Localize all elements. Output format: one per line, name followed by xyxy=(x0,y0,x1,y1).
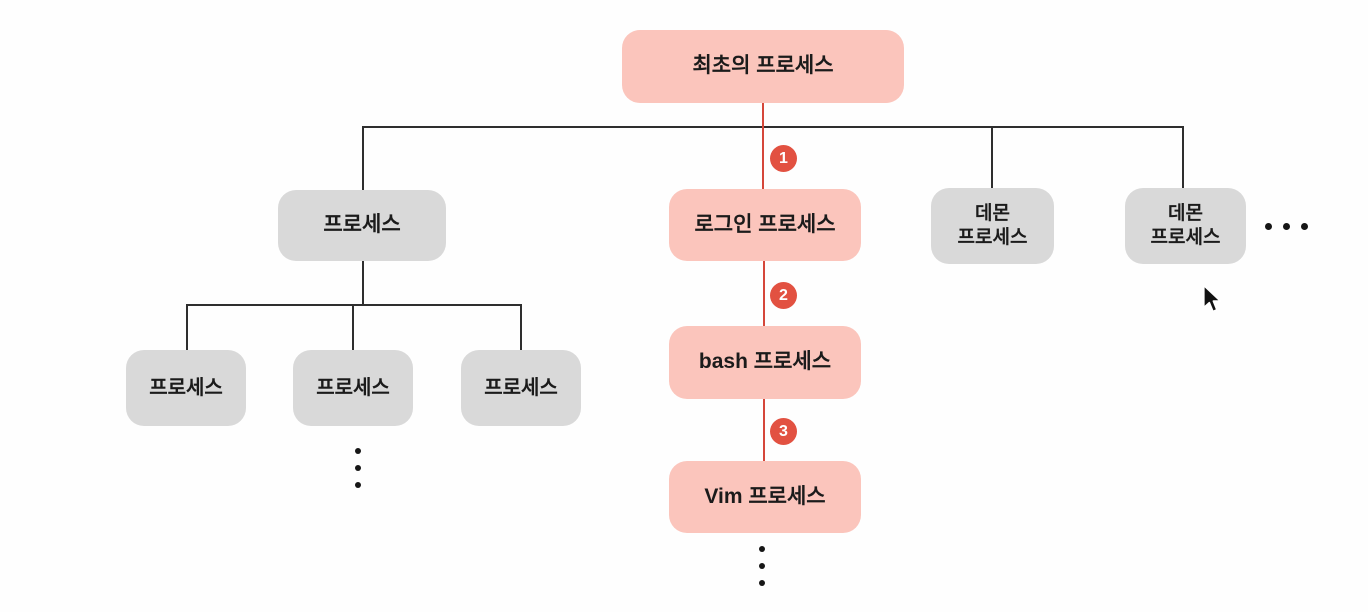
vertical-ellipsis-icon xyxy=(759,546,765,597)
step-badge-number: 3 xyxy=(779,422,788,440)
node-label: 프로세스 xyxy=(316,376,390,399)
node-label: 프로세스 xyxy=(484,376,558,399)
node-label-line2: 프로세스 xyxy=(1150,227,1221,248)
node-login-process: 로그인 프로세스 xyxy=(669,189,861,261)
connector-parent-to-subtree xyxy=(362,261,364,306)
node-label-line2: 프로세스 xyxy=(957,227,1028,248)
step-badge-2: 2 xyxy=(770,282,797,309)
ellipsis-dot xyxy=(759,563,765,569)
step-badge-3: 3 xyxy=(770,418,797,445)
connector-drop-child-3 xyxy=(520,304,522,351)
node-bash-process: bash 프로세스 xyxy=(669,326,861,399)
arrow-pointer-icon xyxy=(1202,284,1224,321)
ellipsis-dot xyxy=(759,580,765,586)
node-label-line1: 데몬 xyxy=(975,203,1010,225)
node-label: bash 프로세스 xyxy=(698,350,832,374)
vertical-ellipsis-icon xyxy=(355,448,361,499)
ellipsis-dot xyxy=(1301,223,1308,230)
connector-bash-to-vim xyxy=(763,399,765,462)
connector-drop-process-parent xyxy=(362,126,364,191)
connector-drop-child-2 xyxy=(352,304,354,351)
connector-root-to-login xyxy=(762,103,764,190)
node-process-child-3: 프로세스 xyxy=(461,350,581,426)
connector-login-to-bash xyxy=(763,261,765,327)
ellipsis-dot xyxy=(355,465,361,471)
ellipsis-dot xyxy=(355,482,361,488)
connector-drop-daemon-1 xyxy=(991,126,993,189)
connector-top-horizontal xyxy=(362,126,1184,128)
node-daemon-process-2: 데몬 프로세스 xyxy=(1125,188,1246,264)
node-label: 프로세스 xyxy=(323,213,401,237)
ellipsis-dot xyxy=(355,448,361,454)
connector-drop-daemon-2 xyxy=(1182,126,1184,189)
node-label-line1: 데몬 xyxy=(1168,203,1203,225)
node-daemon-process-1: 데몬 프로세스 xyxy=(931,188,1054,264)
node-vim-process: Vim 프로세스 xyxy=(669,461,861,533)
step-badge-number: 1 xyxy=(779,149,788,167)
node-label: 로그인 프로세스 xyxy=(694,212,836,236)
node-initial-process: 최초의 프로세스 xyxy=(622,30,904,103)
ellipsis-dot xyxy=(1283,223,1290,230)
ellipsis-dot xyxy=(759,546,765,552)
node-label: Vim 프로세스 xyxy=(704,484,826,508)
node-process-child-1: 프로세스 xyxy=(126,350,246,426)
node-process-child-2: 프로세스 xyxy=(293,350,413,426)
connector-subtree-horizontal xyxy=(186,304,522,306)
ellipsis-dot xyxy=(1265,223,1272,230)
step-badge-1: 1 xyxy=(770,145,797,172)
node-label: 최초의 프로세스 xyxy=(692,54,834,78)
connector-drop-child-1 xyxy=(186,304,188,351)
node-label: 프로세스 xyxy=(149,376,223,399)
horizontal-ellipsis-icon xyxy=(1265,223,1319,230)
step-badge-number: 2 xyxy=(779,286,788,304)
node-process-parent: 프로세스 xyxy=(278,190,446,261)
